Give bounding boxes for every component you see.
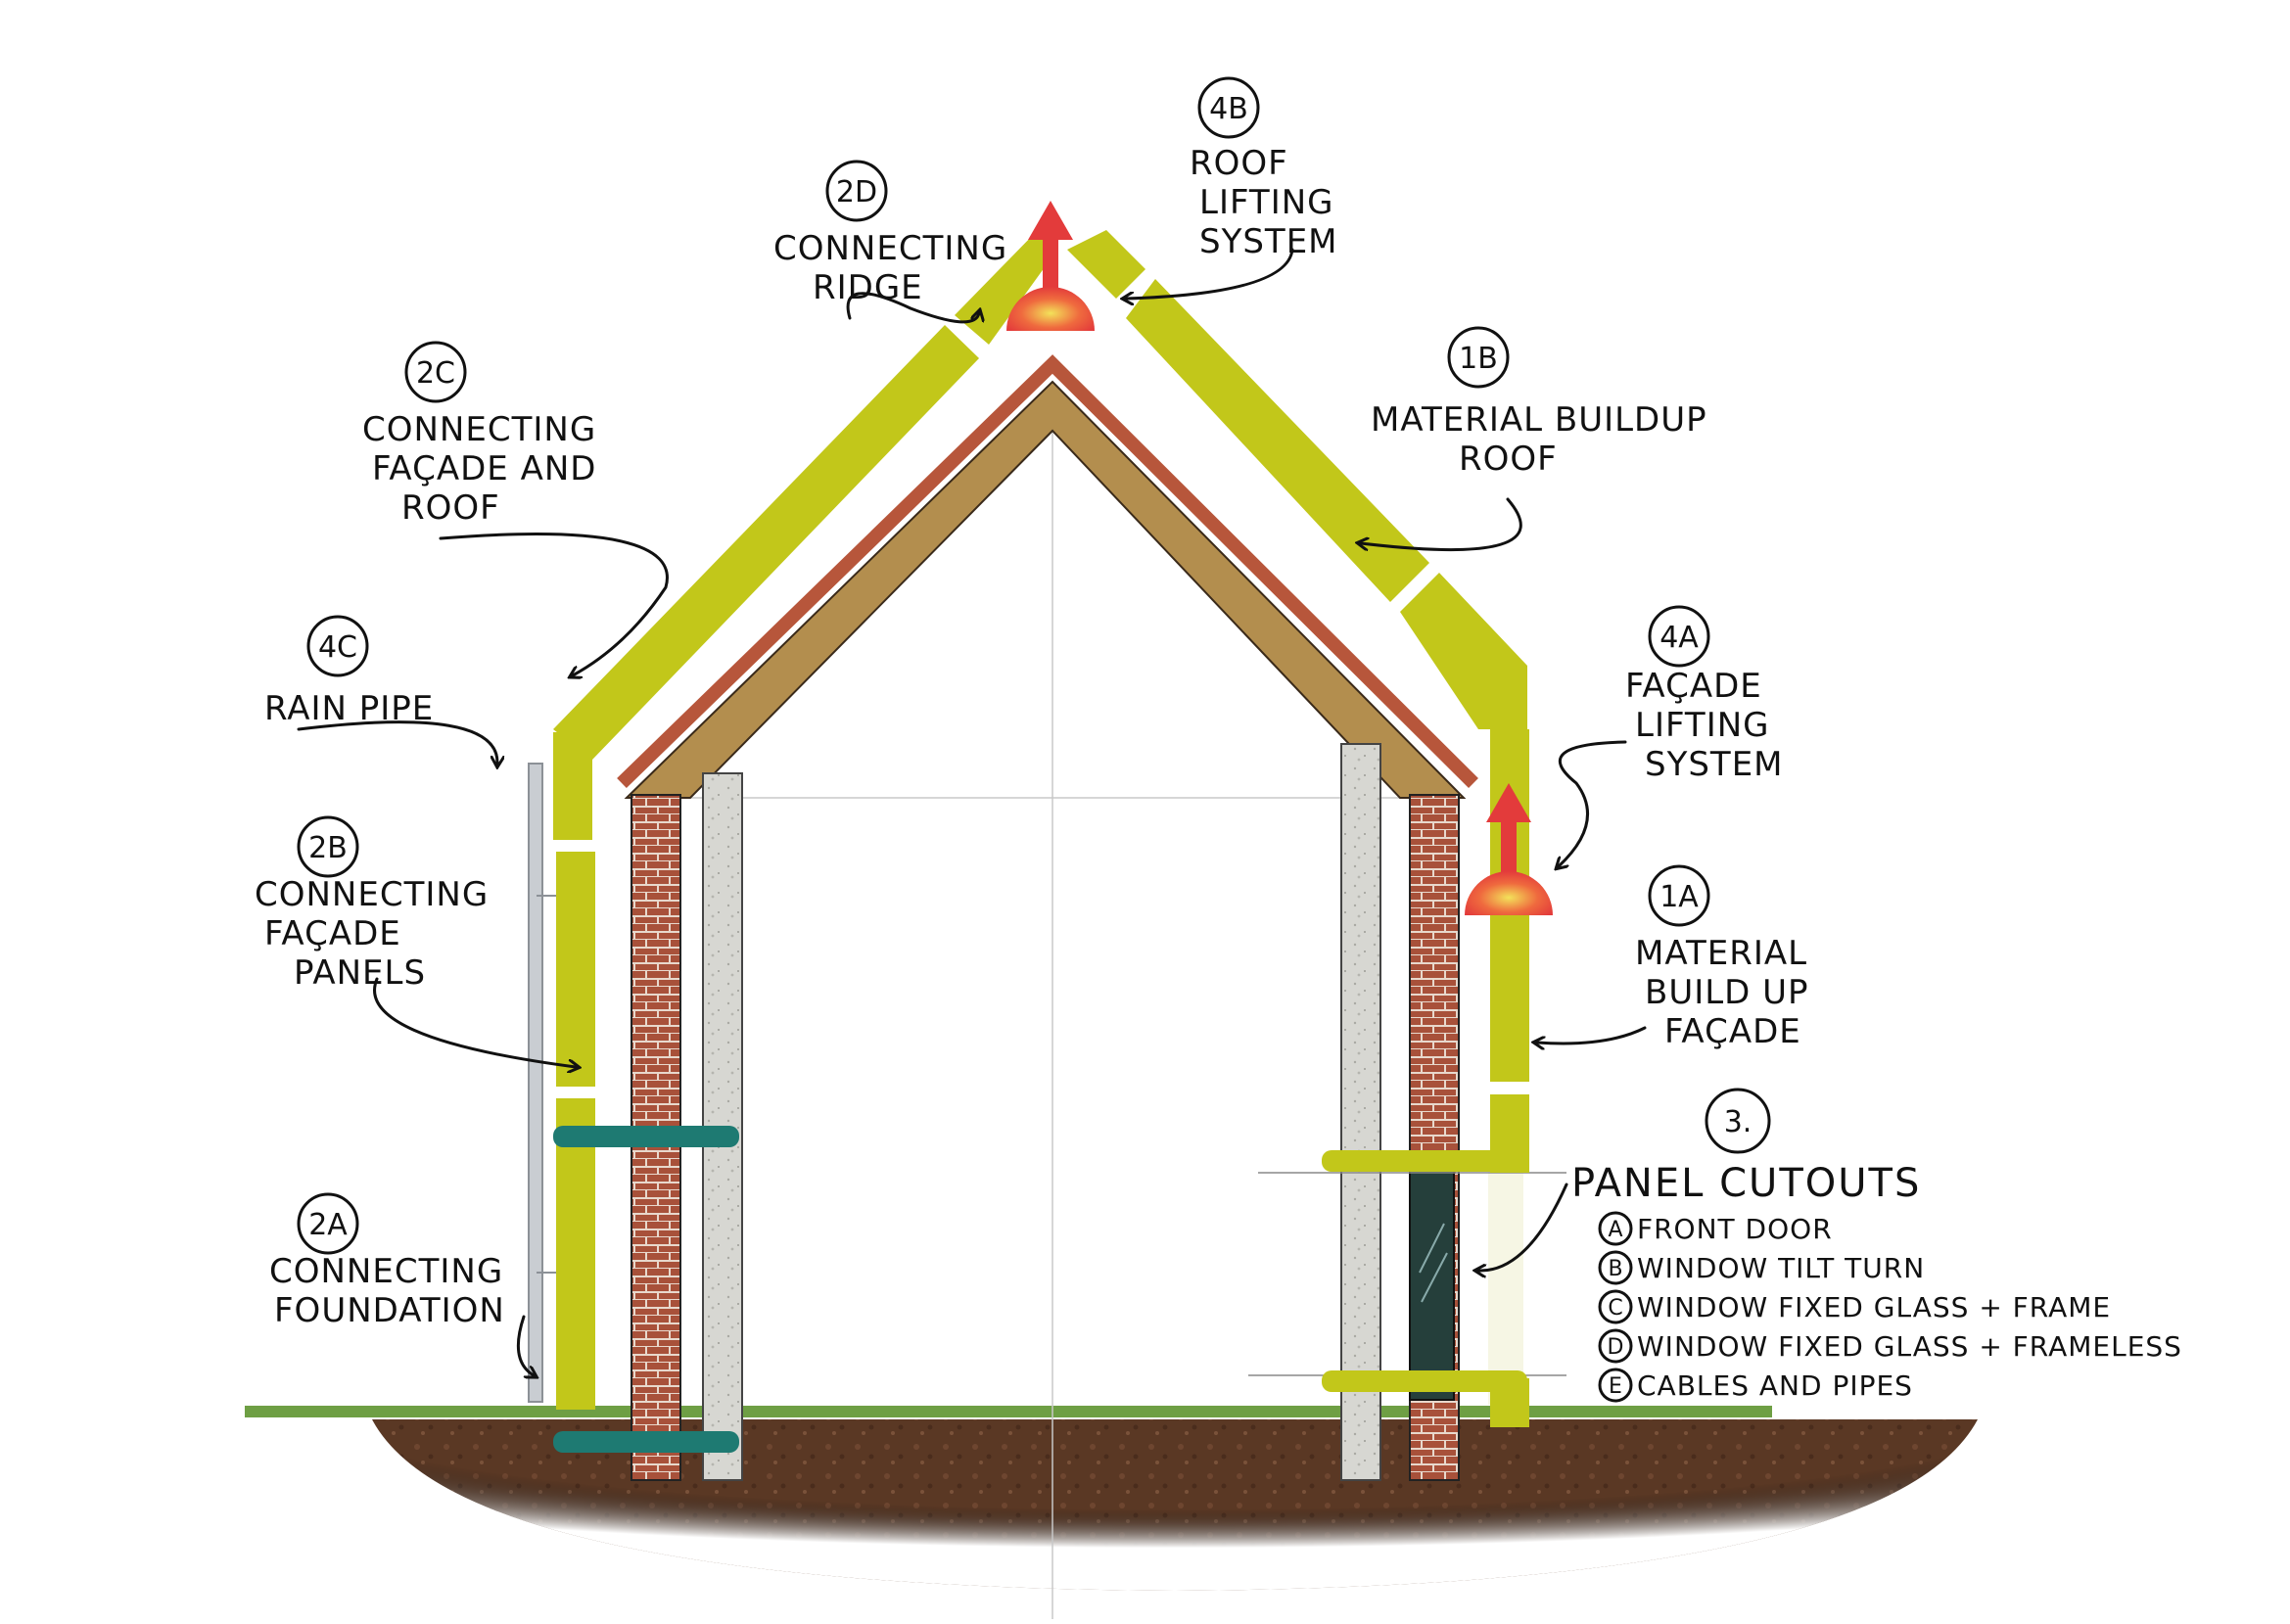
callout-2d-line1: CONNECTING xyxy=(773,229,1007,268)
cutout-item-e: E CABLES AND PIPES xyxy=(1598,1368,1913,1403)
grass-line xyxy=(245,1406,1772,1417)
callout-4b-line3: SYSTEM xyxy=(1199,222,1338,261)
callout-4a: 4A FAÇADE LIFTING SYSTEM xyxy=(1625,605,1784,784)
callout-1a-line3: FAÇADE xyxy=(1664,1012,1801,1051)
callout-1a: 1A MATERIAL BUILD UP FAÇADE xyxy=(1635,864,1809,1051)
callout-4b-line2: LIFTING xyxy=(1199,183,1334,222)
leader-3 xyxy=(1478,1183,1568,1271)
concrete-wall-right xyxy=(1340,743,1381,1481)
anchor-upper xyxy=(553,1126,739,1147)
roof-lift xyxy=(1006,201,1095,331)
callout-4c: 4C RAIN PIPE xyxy=(264,615,434,728)
existing-walls xyxy=(631,743,1460,1481)
callout-1b: 1B MATERIAL BUILDUP ROOF xyxy=(1371,326,1707,479)
callout-2a: 2A CONNECTING FOUNDATION xyxy=(269,1192,505,1330)
roof-tiles xyxy=(617,354,1478,789)
leader-4b xyxy=(1126,248,1294,299)
callout-4a-code: 4A xyxy=(1659,621,1699,655)
anchor-lower xyxy=(553,1431,739,1453)
callout-2b-line1: CONNECTING xyxy=(255,875,489,914)
leader-1b xyxy=(1361,497,1522,552)
leader-2c xyxy=(439,533,669,675)
ground xyxy=(245,1406,1978,1591)
callout-4b-line1: ROOF xyxy=(1190,144,1288,183)
callout-4a-line3: SYSTEM xyxy=(1645,745,1784,784)
cutout-letter: E xyxy=(1609,1374,1622,1399)
callout-4a-line2: LIFTING xyxy=(1635,706,1770,745)
leader-4c xyxy=(297,720,497,764)
cutout-letter: A xyxy=(1608,1218,1622,1242)
callout-2b-code: 2B xyxy=(308,831,348,865)
cutout-item-d: D WINDOW FIXED GLASS + FRAMELESS xyxy=(1598,1328,2182,1364)
callout-3-code: 3. xyxy=(1724,1105,1753,1139)
callout-2c-line3: ROOF xyxy=(401,488,500,528)
callout-1a-code: 1A xyxy=(1659,880,1699,914)
callout-2c: 2C CONNECTING FAÇADE AND ROOF xyxy=(362,341,596,528)
callout-4c-line1: RAIN PIPE xyxy=(264,689,434,728)
callout-4a-line1: FAÇADE xyxy=(1625,667,1762,706)
rain-pipe xyxy=(528,763,568,1403)
insulation-shell xyxy=(553,230,1529,1427)
callout-4b: 4B ROOF LIFTING SYSTEM xyxy=(1190,76,1338,261)
callout-2b-line3: PANELS xyxy=(294,953,426,993)
callout-2c-line1: CONNECTING xyxy=(362,410,596,449)
leader-lines xyxy=(297,248,1647,1375)
cutout-text: WINDOW FIXED GLASS + FRAMELESS xyxy=(1637,1330,2182,1363)
callout-2c-line2: FAÇADE AND xyxy=(372,449,596,488)
callout-1b-line2: ROOF xyxy=(1459,440,1558,479)
cutout-item-a: A FRONT DOOR xyxy=(1598,1211,1833,1246)
leader-2a xyxy=(516,1315,534,1375)
leader-4a xyxy=(1559,740,1627,866)
leader-1a xyxy=(1537,1026,1647,1044)
window-cutout xyxy=(1248,1156,1566,1405)
callout-1b-line1: MATERIAL BUILDUP xyxy=(1371,400,1707,440)
callout-2d: 2D CONNECTING RIDGE xyxy=(773,160,1007,307)
foundation-anchors xyxy=(553,1126,739,1453)
callout-1a-line1: MATERIAL xyxy=(1635,934,1807,973)
callout-2a-line2: FOUNDATION xyxy=(274,1291,505,1330)
cutout-letter: B xyxy=(1608,1257,1622,1281)
leader-2d xyxy=(846,292,979,324)
cutout-letter: D xyxy=(1608,1335,1624,1360)
facade-lift xyxy=(1465,783,1553,915)
callout-4b-code: 4B xyxy=(1209,92,1248,126)
guide-lines xyxy=(627,387,1400,1619)
cutout-text: WINDOW FIXED GLASS + FRAME xyxy=(1637,1291,2111,1323)
callout-2b-line2: FAÇADE xyxy=(264,914,401,953)
callout-2b: 2B CONNECTING FAÇADE PANELS xyxy=(255,815,489,993)
cutout-text: CABLES AND PIPES xyxy=(1637,1369,1913,1402)
cutout-text: FRONT DOOR xyxy=(1637,1213,1833,1245)
cutout-text: WINDOW TILT TURN xyxy=(1637,1252,1925,1284)
callout-2c-code: 2C xyxy=(416,356,455,391)
cutout-item-b: B WINDOW TILT TURN xyxy=(1598,1250,1925,1285)
callout-2d-line2: RIDGE xyxy=(813,268,923,307)
cutout-list: A FRONT DOOR B WINDOW TILT TURN C WINDOW… xyxy=(1598,1211,2182,1403)
callout-3: 3. PANEL CUTOUTS A FRONT DOOR B WINDOW T… xyxy=(1571,1088,2182,1403)
callout-4c-code: 4C xyxy=(318,630,357,665)
leader-2b xyxy=(373,977,576,1067)
callout-1b-code: 1B xyxy=(1459,342,1498,376)
panel-cutouts-title: PANEL CUTOUTS xyxy=(1571,1161,1921,1206)
cutout-letter: C xyxy=(1608,1296,1622,1321)
callout-2a-line1: CONNECTING xyxy=(269,1252,503,1291)
cutout-item-c: C WINDOW FIXED GLASS + FRAME xyxy=(1598,1289,2111,1324)
callout-2a-code: 2A xyxy=(308,1208,348,1242)
callout-2d-code: 2D xyxy=(836,175,877,209)
callout-1a-line2: BUILD UP xyxy=(1645,973,1809,1012)
